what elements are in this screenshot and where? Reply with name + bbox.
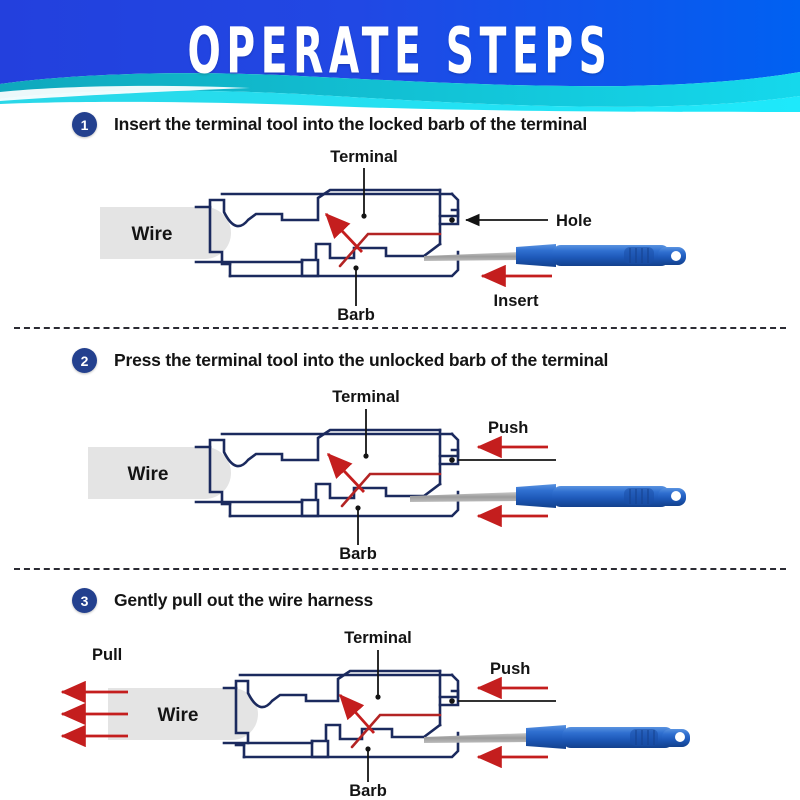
barb-direction-arrow-3 <box>338 693 376 734</box>
label-insert-1: Insert <box>480 264 552 310</box>
label-terminal-2: Terminal <box>332 388 400 459</box>
label-barb-2: Barb <box>339 505 377 563</box>
label-terminal-3: Terminal <box>344 629 412 700</box>
step-3-badge: 3 <box>72 588 97 613</box>
label-push-text-3: Push <box>490 660 530 678</box>
wire-body-1 <box>100 207 231 259</box>
terminal-tool-2 <box>410 484 686 508</box>
step-1-badge: 1 <box>72 112 97 137</box>
label-hole-1: Hole <box>449 212 592 230</box>
label-pull-3: Pull <box>60 646 128 748</box>
label-barb-3: Barb <box>349 746 387 800</box>
step-2-diagram: Terminal Barb Push Wire <box>0 385 800 565</box>
label-push-text-2: Push <box>488 419 528 437</box>
label-barb-1: Barb <box>337 265 375 320</box>
label-barb-text-1: Barb <box>337 306 375 320</box>
step-1-instruction: Insert the terminal tool into the locked… <box>114 114 587 134</box>
page-title: OPERATE STEPS <box>187 14 613 89</box>
header-background <box>0 0 800 112</box>
step-3-instruction: Gently pull out the wire harness <box>114 590 374 610</box>
barb-direction-arrow-1 <box>324 212 364 253</box>
terminal-tool-3 <box>424 725 690 749</box>
label-wire-text-1: Wire <box>131 224 172 245</box>
label-terminal-1: Terminal <box>330 148 398 219</box>
label-barb-text-2: Barb <box>339 545 377 563</box>
label-wire-text-2: Wire <box>127 464 168 485</box>
wire-body-3 <box>108 688 258 740</box>
label-terminal-text-2: Terminal <box>332 388 400 406</box>
divider-2 <box>14 568 786 570</box>
label-push-3: Push <box>476 660 548 769</box>
label-barb-text-3: Barb <box>349 782 387 800</box>
label-terminal-text-3: Terminal <box>344 629 412 647</box>
divider-1 <box>14 327 786 329</box>
terminal-tool-1 <box>424 244 686 267</box>
label-wire-text-3: Wire <box>157 705 198 726</box>
step-2-badge: 2 <box>72 348 97 373</box>
label-terminal-text-1: Terminal <box>330 148 398 166</box>
step-1-diagram: Terminal Barb Hole I <box>0 148 800 320</box>
barb-direction-arrow-2 <box>326 452 366 493</box>
wire-body-2 <box>88 447 231 499</box>
label-hole-text-1: Hole <box>556 212 592 230</box>
hole-dot-3 <box>449 698 455 704</box>
label-pull-text-3: Pull <box>92 646 122 664</box>
step-2-instruction: Press the terminal tool into the unlocke… <box>114 350 609 370</box>
hole-dot-2 <box>449 457 455 463</box>
label-insert-text-1: Insert <box>494 292 539 310</box>
label-push-2: Push <box>476 419 548 528</box>
header-banner: OPERATE STEPS <box>0 0 800 112</box>
step-3-diagram: Terminal Barb Push Pull <box>0 620 800 800</box>
step-1-header: 1 Insert the terminal tool into the lock… <box>72 112 587 137</box>
step-2-header: 2 Press the terminal tool into the unloc… <box>72 348 608 373</box>
step-3-header: 3 Gently pull out the wire harness <box>72 588 373 613</box>
